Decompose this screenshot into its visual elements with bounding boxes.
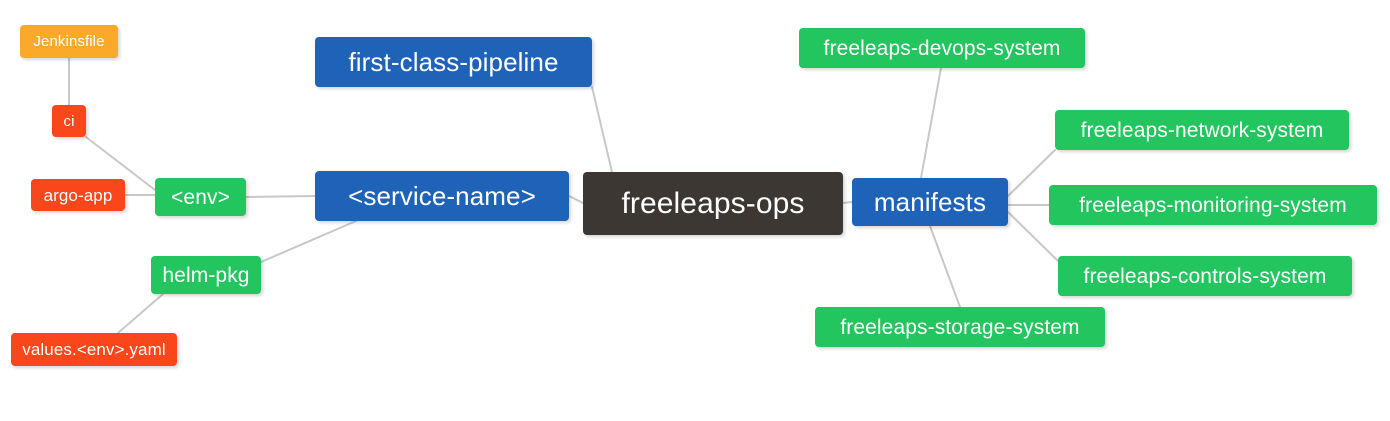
mindmap-node-freeleaps-devops-system[interactable]: freeleaps-devops-system — [799, 28, 1085, 68]
mindmap-edge — [591, 86, 613, 173]
mindmap-node-values-env-yaml[interactable]: values.<env>.yaml — [11, 333, 177, 366]
mindmap-edge — [568, 195, 584, 204]
mindmap-node-label: manifests — [873, 187, 987, 217]
mindmap-edge — [260, 220, 357, 263]
mindmap-node-first-class-pipeline[interactable]: first-class-pipeline — [315, 37, 592, 87]
mindmap-edge — [1007, 211, 1059, 262]
mindmap-node-label: ci — [63, 112, 75, 130]
mindmap-node-label: freeleaps-devops-system — [823, 36, 1061, 60]
mindmap-edge — [117, 293, 164, 334]
mindmap-node-env[interactable]: <env> — [155, 178, 246, 216]
mindmap-node-label: freeleaps-monitoring-system — [1079, 193, 1347, 217]
mindmap-node-label: <env> — [171, 185, 230, 209]
mindmap-edge — [1007, 149, 1056, 197]
mindmap-node-label: argo-app — [43, 185, 113, 205]
mindmap-node-label: freeleaps-network-system — [1080, 118, 1324, 142]
mindmap-node-label: freeleaps-ops — [621, 186, 805, 220]
mindmap-node-label: <service-name> — [348, 181, 536, 211]
mindmap-edge — [920, 67, 942, 179]
mindmap-edge — [85, 136, 156, 191]
mindmap-node-label: values.<env>.yaml — [22, 340, 166, 359]
mindmap-node-ci[interactable]: ci — [52, 105, 86, 137]
mindmap-node-label: freeleaps-controls-system — [1083, 264, 1327, 288]
mindmap-node-jenkinsfile[interactable]: Jenkinsfile — [20, 25, 118, 58]
mindmap-edge — [842, 201, 853, 204]
mindmap-node-argo-app[interactable]: argo-app — [31, 179, 125, 211]
mindmap-node-freeleaps-storage-system[interactable]: freeleaps-storage-system — [815, 307, 1105, 347]
mindmap-node-label: first-class-pipeline — [348, 47, 559, 77]
mindmap-node-freeleaps-ops[interactable]: freeleaps-ops — [583, 172, 843, 235]
mindmap-node-freeleaps-network-system[interactable]: freeleaps-network-system — [1055, 110, 1349, 150]
mindmap-node-freeleaps-monitoring-system[interactable]: freeleaps-monitoring-system — [1049, 185, 1377, 225]
mindmap-edge — [245, 195, 316, 198]
mindmap-node-label: helm-pkg — [162, 263, 250, 287]
mindmap-node-freeleaps-controls-system[interactable]: freeleaps-controls-system — [1058, 256, 1352, 296]
mindmap-node-label: freeleaps-storage-system — [840, 315, 1080, 339]
mindmap-node-service-name[interactable]: <service-name> — [315, 171, 569, 221]
mindmap-node-helm-pkg[interactable]: helm-pkg — [151, 256, 261, 294]
mindmap-edge — [929, 225, 961, 308]
mindmap-node-manifests[interactable]: manifests — [852, 178, 1008, 226]
mindmap-node-label: Jenkinsfile — [33, 33, 105, 50]
